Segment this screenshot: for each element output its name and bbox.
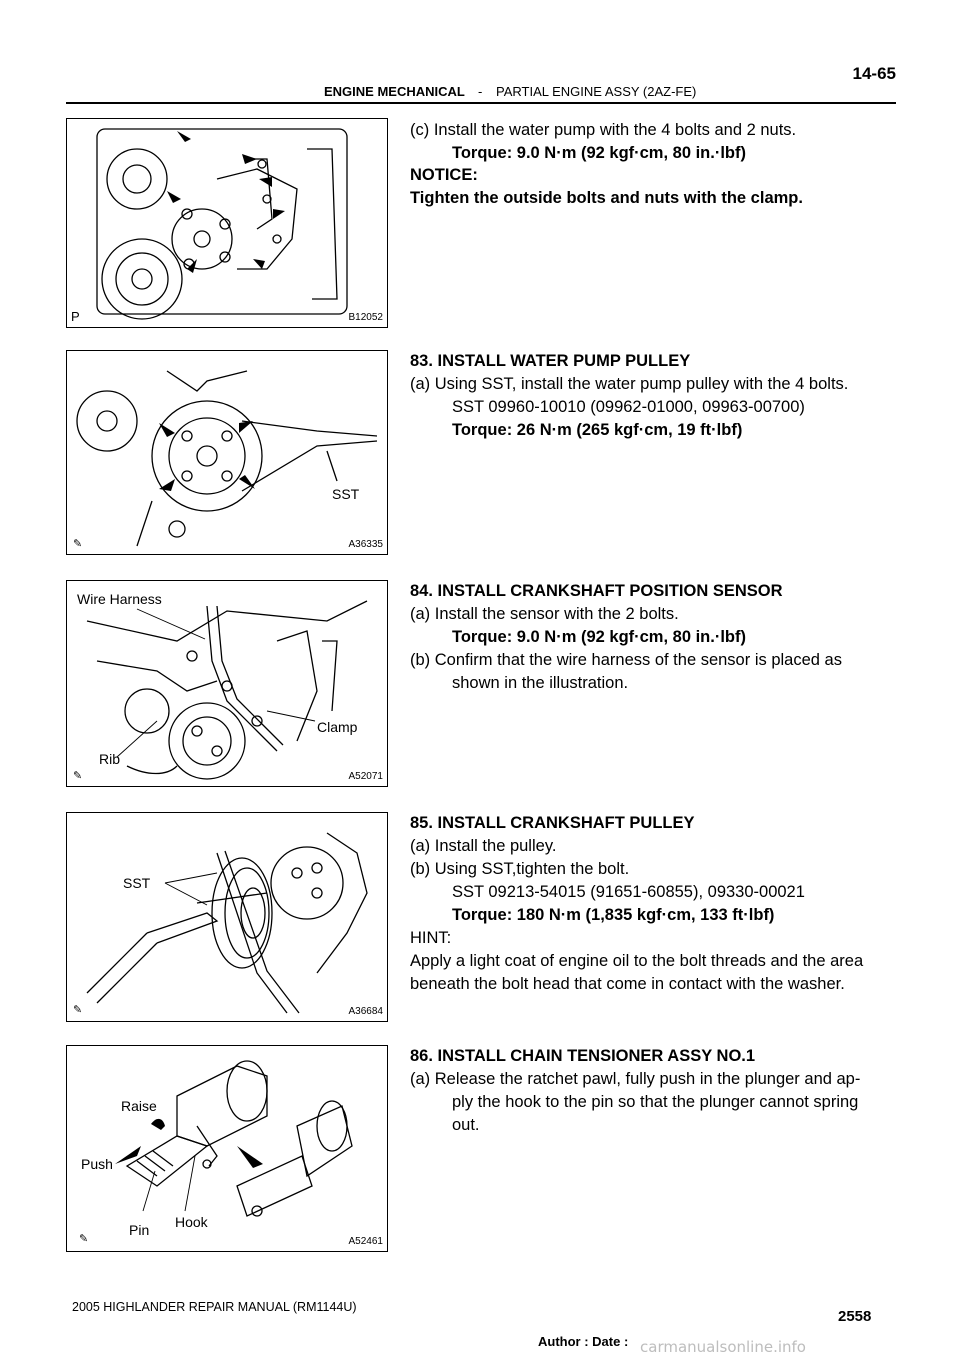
step-85-torque: Torque: 180 N·m (1,835 kgf·cm, 133 ft·lb… <box>452 906 775 924</box>
step-83a-text: (a) Using SST, install the water pump pu… <box>410 375 849 393</box>
step-86a-text-cont1: ply the hook to the pin so that the plun… <box>452 1093 859 1111</box>
header-subsection: PARTIAL ENGINE ASSY (2AZ-FE) <box>496 84 697 99</box>
step-84a-text: (a) Install the sensor with the 2 bolts. <box>410 605 679 623</box>
footer-page-total: 2558 <box>838 1308 872 1325</box>
step-84b-text: (b) Confirm that the wire harness of the… <box>410 651 842 669</box>
figure-corner-mark: ✎ <box>73 538 83 550</box>
watermark: carmanualsonline.info <box>640 1338 806 1356</box>
step-84-title: 84. INSTALL CRANKSHAFT POSITION SENSOR <box>410 582 783 600</box>
figure-code: A52071 <box>348 771 383 782</box>
figure-water-pump-pulley: SST ✎ A36335 <box>66 350 388 555</box>
header-section: ENGINE MECHANICAL <box>324 84 465 99</box>
step-86a-text-cont2: out. <box>452 1116 480 1134</box>
footer-author-date: Author : Date : <box>538 1334 629 1349</box>
hint-heading: HINT: <box>410 929 452 947</box>
figure-chain-tensioner: Raise Push Pin Hook ✎ A52461 <box>66 1045 388 1252</box>
label-raise: Raise <box>121 1098 157 1114</box>
step-85-title: 85. INSTALL CRANKSHAFT PULLEY <box>410 814 695 832</box>
step-84-torque: Torque: 9.0 N·m (92 kgf·cm, 80 in.·lbf) <box>452 628 746 646</box>
header-dash: - <box>478 84 483 99</box>
page-number: 14-65 <box>852 64 896 83</box>
step-86a-text: (a) Release the ratchet pawl, fully push… <box>410 1070 861 1088</box>
step-83-title: 83. INSTALL WATER PUMP PULLEY <box>410 352 691 370</box>
step-84b-text-cont: shown in the illustration. <box>452 674 629 692</box>
notice-heading: NOTICE: <box>410 166 478 184</box>
figure-code: B12052 <box>348 312 383 323</box>
water-pump-pulley-illustration <box>76 370 378 547</box>
step-85-sst: SST 09213-54015 (91651-60855), 09330-000… <box>452 883 805 901</box>
figure-code: A36684 <box>348 1006 383 1017</box>
label-pin: Pin <box>129 1222 150 1238</box>
label-rib: Rib <box>99 751 121 767</box>
water-pump-illustration <box>96 128 348 320</box>
figure-water-pump: P B12052 <box>66 118 388 328</box>
notice-text: Tighten the outside bolts and nuts with … <box>410 189 803 207</box>
step-86-title: 86. INSTALL CHAIN TENSIONER ASSY NO.1 <box>410 1047 756 1065</box>
hint-text: Apply a light coat of engine oil to the … <box>410 952 864 970</box>
figure-corner-mark: ✎ <box>73 770 83 782</box>
crankshaft-sensor-illustration <box>86 600 368 780</box>
label-sst: SST <box>123 875 151 891</box>
figure-crankshaft-pulley: SST ✎ A36684 <box>66 812 388 1022</box>
step-82c-torque: Torque: 9.0 N·m (92 kgf·cm, 80 in.·lbf) <box>452 144 746 162</box>
step-83-sst: SST 09960-10010 (09962-01000, 09963-0070… <box>452 398 805 416</box>
figure-corner-mark: ✎ <box>79 1233 89 1245</box>
figure-crankshaft-sensor: Wire Harness Clamp Rib ✎ A52071 <box>66 580 388 787</box>
figure-corner-mark: ✎ <box>73 1004 83 1016</box>
step-85a-text: (a) Install the pulley. <box>410 837 557 855</box>
label-clamp: Clamp <box>317 719 358 735</box>
figure-code: A52461 <box>348 1236 383 1247</box>
figure-corner-mark: P <box>71 309 80 324</box>
label-sst: SST <box>332 486 360 502</box>
hint-text-cont: beneath the bolt head that come in conta… <box>410 975 845 993</box>
footer-manual: 2005 HIGHLANDER REPAIR MANUAL (RM1144U) <box>72 1300 357 1314</box>
figure-code: A36335 <box>348 539 383 550</box>
step-82c-text: (c) Install the water pump with the 4 bo… <box>410 121 797 139</box>
step-83-torque: Torque: 26 N·m (265 kgf·cm, 19 ft·lbf) <box>452 421 743 439</box>
step-85b-text: (b) Using SST,tighten the bolt. <box>410 860 630 878</box>
label-wire-harness: Wire Harness <box>77 591 162 607</box>
label-hook: Hook <box>175 1214 208 1230</box>
label-push: Push <box>81 1156 113 1172</box>
header-rule <box>66 102 896 104</box>
chain-tensioner-illustration <box>115 1060 353 1217</box>
crankshaft-pulley-illustration <box>86 832 368 1014</box>
